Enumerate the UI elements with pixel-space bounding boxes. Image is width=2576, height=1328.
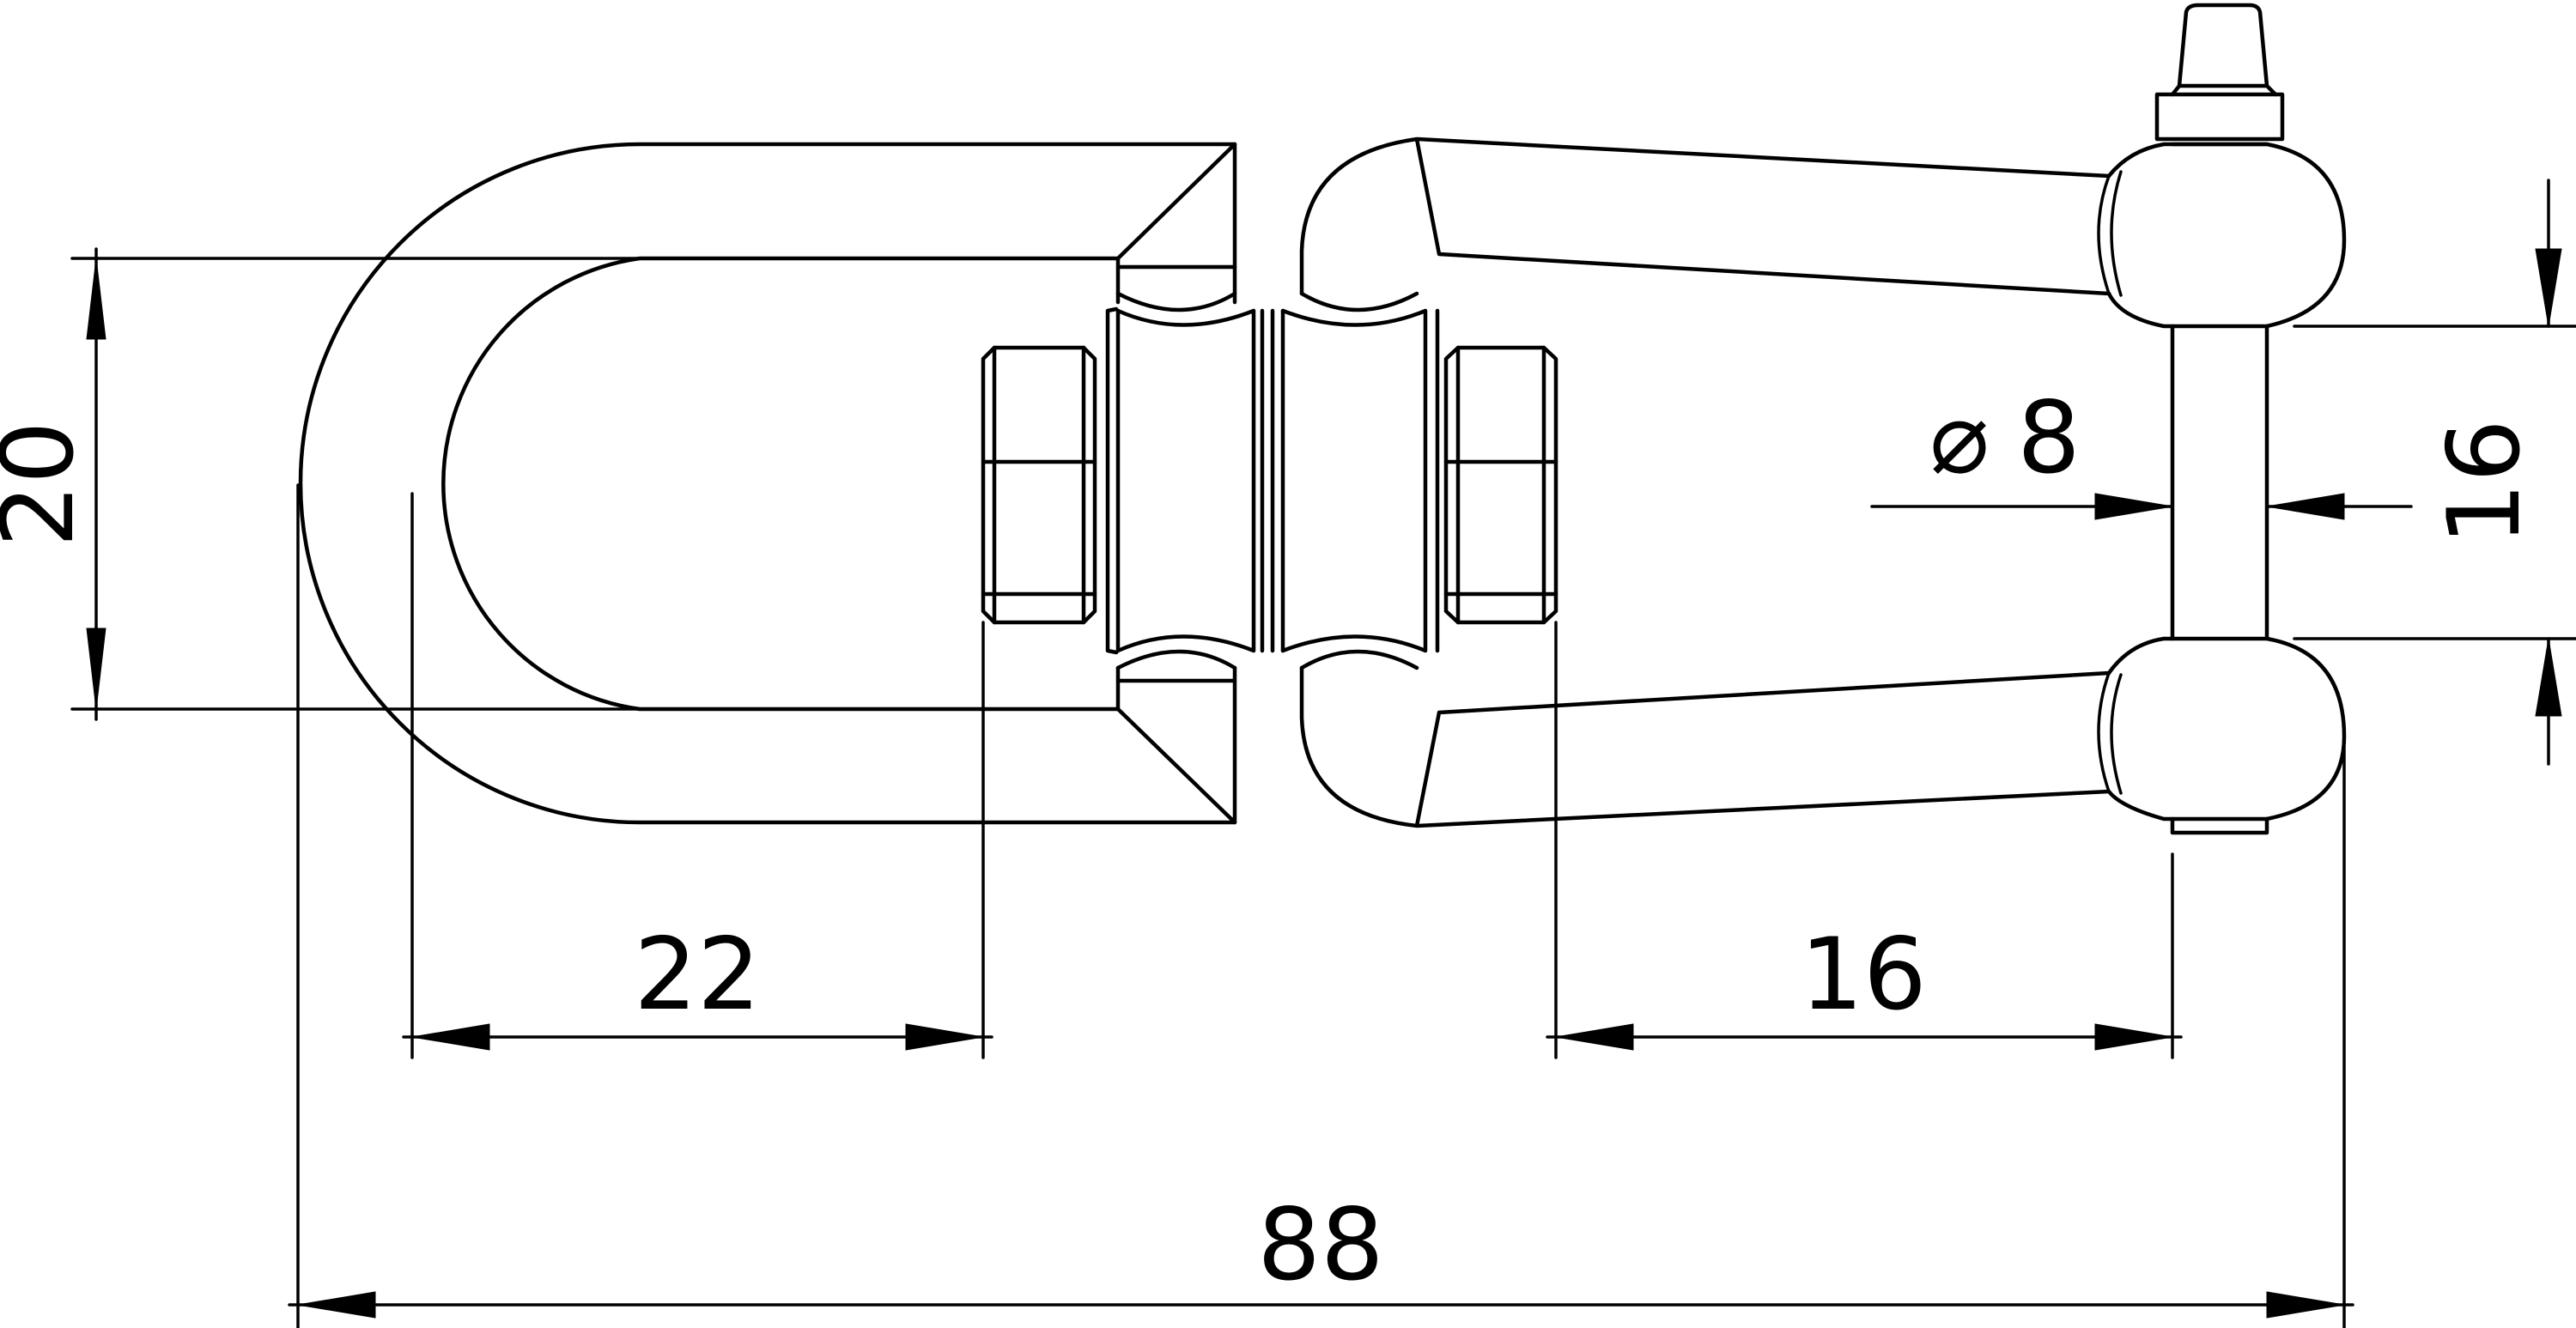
shackle-lower-lug-edge [2097,671,2123,795]
pin-end [2170,816,2269,835]
dimension-eye-depth: 22 [402,492,993,1059]
left-hex-nut [981,345,1097,625]
dimension-shackle-length: 16 [1546,621,2183,1059]
diameter-symbol: ⌀ [1929,380,1990,496]
arrowhead [2094,1023,2173,1051]
swivel-rings [1260,308,1285,653]
dimension-label: 22 [634,917,761,1033]
dimension-label: 8 [2017,380,2081,496]
pin-head [2154,92,2285,147]
eye-inner-contour [441,256,1121,712]
shackle-upper-lug-edge [2097,170,2123,297]
arrowhead [86,628,106,710]
dimension-eye-height: 20 [0,247,1120,721]
eye-end-face [1115,142,1237,825]
swivel-center [1260,291,1440,670]
arrowhead [2094,493,2173,520]
arrowhead [297,1291,376,1319]
dimension-label: 16 [1800,917,1927,1033]
shackle-upper-arm [1299,136,2111,296]
shackle-upper-lug [2106,142,2347,329]
dimension-label: 20 [0,421,96,548]
arrowhead [86,258,106,340]
left-nut-outline [981,345,1097,625]
right-barrel-body [1280,308,1440,653]
shackle-part [1299,3,2347,835]
right-nut-outline [1443,345,1558,625]
dimension-label: 16 [2427,419,2543,546]
shackle-lower-lug [2106,636,2347,822]
dimension-jaw-gap: 16 [2293,179,2576,766]
eye-outer-contour [298,142,1237,825]
arrowhead [2535,248,2562,327]
dimension-overall-length: 88 [288,483,2354,1328]
dimension-pin-diameter: ⌀ 8 [1870,380,2413,520]
left-collar [1105,291,1256,670]
arrowhead [2266,1291,2345,1319]
left-barrel-body [1115,308,1256,653]
shackle-lower-arm [1299,665,2111,828]
arrowhead [2535,638,2562,717]
right-hex-nut [1443,345,1558,625]
arrowhead [2266,493,2345,520]
arrowhead [411,1023,490,1051]
arrowhead [1555,1023,1634,1051]
right-nut-facets [1443,345,1558,625]
dimension-label: 88 [1257,1187,1384,1303]
right-barrel-groove [1299,291,1419,670]
left-nut-facets [981,345,1097,625]
eye-shoulder-lines [1115,256,1237,712]
pin-shaft [2170,324,2269,641]
arrowhead [905,1023,984,1051]
eye-part [298,142,1237,825]
pin-tip [2170,3,2278,97]
left-collar-outline [1105,306,1121,655]
left-barrel-groove [1115,291,1237,670]
